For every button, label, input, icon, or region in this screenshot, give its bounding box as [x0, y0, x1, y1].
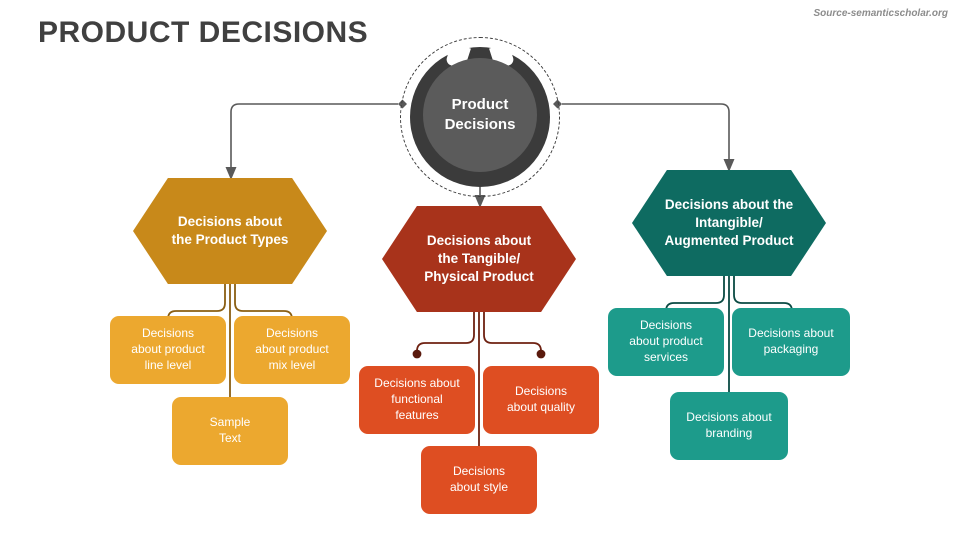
- central-hub[interactable]: Product Decisions: [400, 37, 560, 197]
- leaf-product-mix-level[interactable]: Decisions about product mix level: [234, 316, 350, 384]
- branch-hex-tangible-physical-product[interactable]: Decisions about the Tangible/ Physical P…: [382, 206, 576, 312]
- branch-hex-label: Decisions about the Tangible/ Physical P…: [424, 233, 534, 284]
- leaf-label: Decisions about product line level: [131, 326, 205, 372]
- leaf-functional-features[interactable]: Decisions about functional features: [359, 366, 475, 434]
- leaf-label: Decisions about quality: [506, 384, 576, 414]
- leaf-branding[interactable]: Decisions about branding: [670, 392, 788, 460]
- leaf-label: Decisions about functional features: [374, 376, 460, 422]
- leaf-label: Decisions about packaging: [748, 326, 834, 356]
- leaf-label: Decisions about product mix level: [255, 326, 329, 372]
- branch-hex-label: Decisions about the Product Types: [171, 214, 289, 247]
- branch-hex-label: Decisions about the Intangible/ Augmente…: [664, 197, 794, 248]
- branch-hex-product-types[interactable]: Decisions about the Product Types: [133, 178, 327, 284]
- leaf-quality[interactable]: Decisions about quality: [483, 366, 599, 434]
- hub-inner-circle: Product Decisions: [423, 58, 537, 172]
- leaf-style[interactable]: Decisions about style: [421, 446, 537, 514]
- leaf-label: Decisions about product services: [629, 318, 703, 364]
- hub-dashed-ring: [400, 37, 560, 197]
- leaf-packaging[interactable]: Decisions about packaging: [732, 308, 850, 376]
- branch-hex-intangible-augmented-product[interactable]: Decisions about the Intangible/ Augmente…: [632, 170, 826, 276]
- source-attribution: Source-semanticscholar.org: [813, 8, 949, 19]
- leaf-sample-text[interactable]: Sample Text: [172, 397, 288, 465]
- leaf-label: Sample Text: [209, 415, 251, 445]
- leaf-product-services[interactable]: Decisions about product services: [608, 308, 724, 376]
- leaf-product-line-level[interactable]: Decisions about product line level: [110, 316, 226, 384]
- hub-label: Product Decisions: [444, 95, 516, 133]
- leaf-label: Decisions about branding: [686, 410, 772, 440]
- page-title: PRODUCT DECISIONS: [38, 16, 369, 49]
- leaf-label: Decisions about style: [449, 464, 509, 494]
